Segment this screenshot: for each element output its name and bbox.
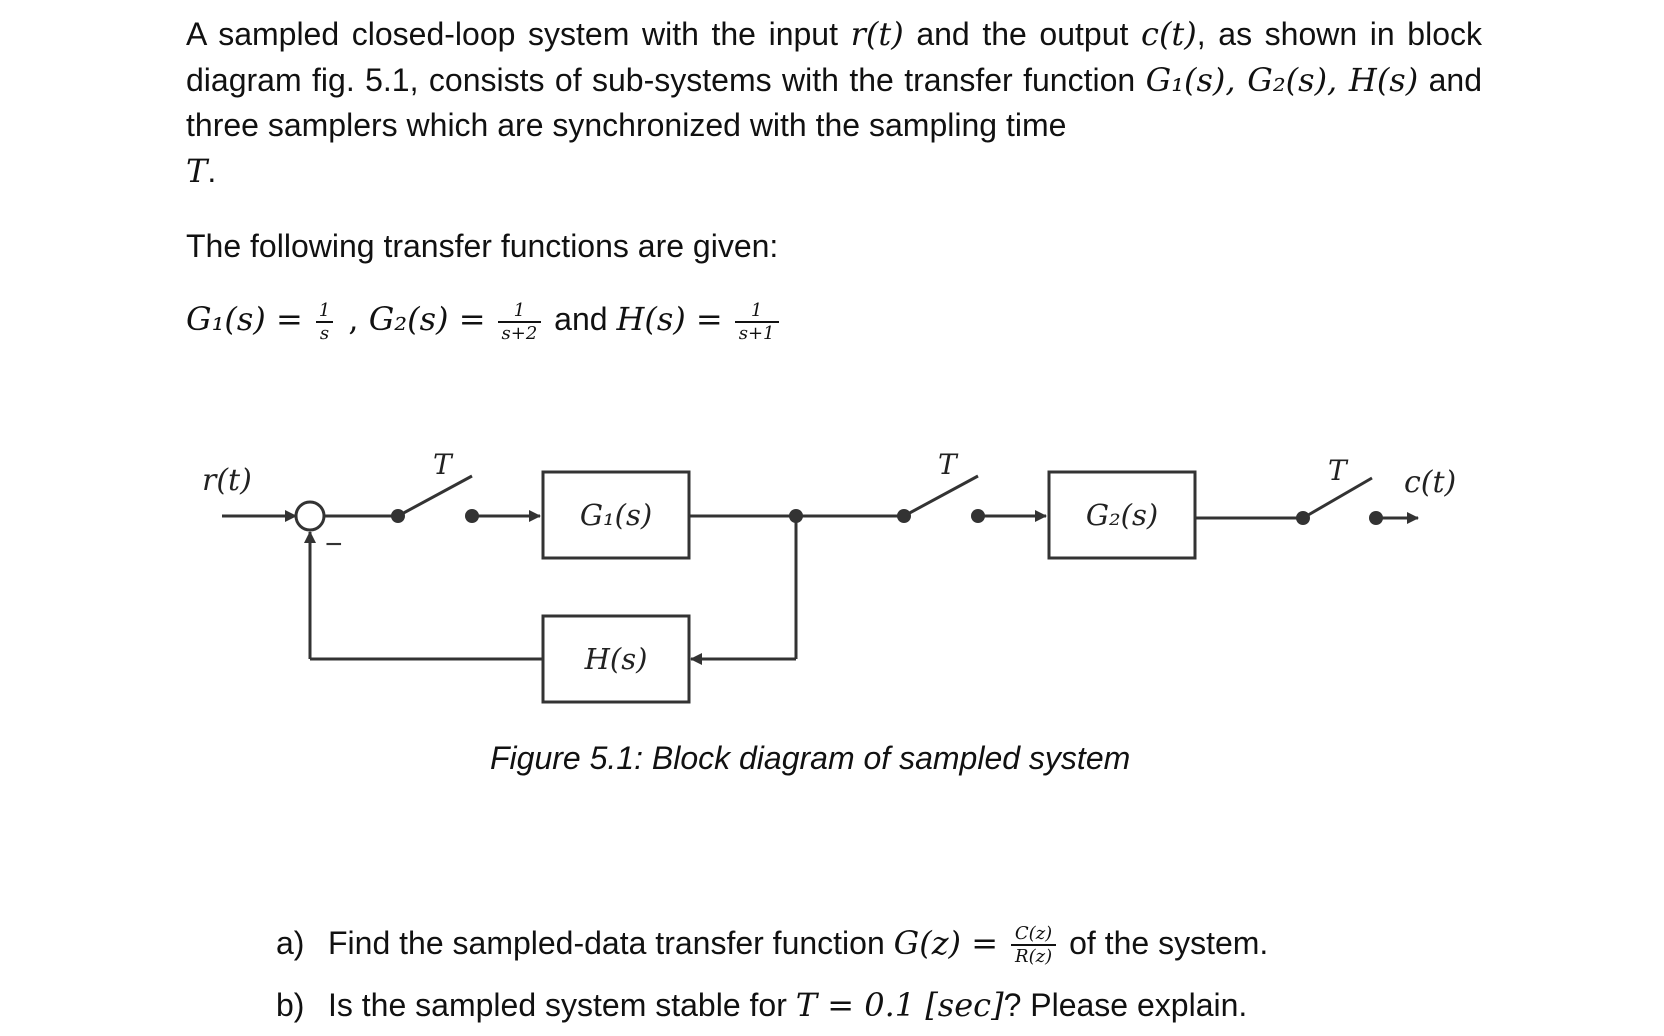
input-label: r(t)	[202, 463, 252, 498]
question-a: a) Find the sampled-data transfer functio…	[276, 912, 1476, 974]
g1-block	[541, 470, 691, 560]
intro-text-1: A sampled closed-loop system with the in…	[186, 16, 851, 52]
equation-separator: ,	[338, 300, 369, 338]
gz-fraction: C(z)R(z)	[1011, 923, 1057, 967]
question-b: b) Is the sampled system stable for T = 0…	[276, 974, 1476, 1036]
sampler3-contact-dot	[1369, 511, 1383, 525]
g1-denominator: s	[315, 321, 334, 344]
questions-list: a) Find the sampled-data transfer functio…	[236, 912, 1476, 1036]
sampling-period-math: T = 0.1 [sec]	[795, 986, 1004, 1024]
sampler1-contact-dot	[465, 509, 479, 523]
question-a-text-2: of the system.	[1060, 925, 1269, 961]
question-b-text-1: Is the sampled system stable for	[328, 987, 796, 1023]
sampler2-label: T	[938, 448, 959, 481]
sampler3-pivot-dot	[1296, 511, 1310, 525]
h-block-label: H(s)	[584, 642, 648, 676]
g2-block	[1047, 470, 1197, 560]
figure-caption: Figure 5.1: Block diagram of sampled sys…	[490, 740, 1131, 776]
sampler1-label: T	[433, 448, 454, 481]
h-numerator: 1	[750, 300, 763, 322]
intro-text-4: and three samplers which are synchronize…	[186, 61, 1483, 144]
g1-block-label: G₁(s)	[580, 498, 652, 532]
sampler2-pivot-dot	[897, 509, 911, 523]
g1-numerator: 1	[318, 300, 331, 322]
intro-paragraph: A sampled closed-loop system with the in…	[186, 12, 1482, 194]
branch-point-dot	[789, 509, 803, 523]
h-denominator: s+1	[734, 321, 779, 344]
g2-denominator: s+2	[497, 321, 542, 344]
output-label: c(t)	[1404, 465, 1456, 500]
g1-lhs: G₁(s) =	[186, 300, 303, 338]
gz-numerator: C(z)	[1014, 923, 1053, 945]
g2-block-label: G₂(s)	[1086, 498, 1158, 532]
question-a-marker: a)	[276, 925, 305, 961]
intro-text-2: and the output	[903, 16, 1142, 52]
sampler1-switch	[397, 474, 473, 518]
input-symbol: r(t)	[850, 15, 904, 53]
sampler3-label: T	[1328, 454, 1349, 487]
question-b-marker: b)	[276, 987, 305, 1023]
given-heading: The following transfer functions are giv…	[186, 228, 779, 264]
minus-sign: −	[325, 528, 343, 561]
equation-and: and	[545, 301, 617, 337]
h-lhs: H(s) =	[616, 300, 723, 338]
sampling-time-symbol: T	[186, 151, 208, 190]
intro-period: .	[207, 152, 217, 189]
question-a-text-1: Find the sampled-data transfer function	[328, 925, 894, 961]
gz-symbol: G(z) =	[893, 924, 999, 962]
h-block	[541, 614, 691, 704]
sampler2-contact-dot	[971, 509, 985, 523]
sampler3-switch	[1302, 476, 1373, 520]
intro-text-3: , as shown in block diagram fig. 5.1, co…	[186, 16, 1483, 98]
g2-numerator: 1	[513, 300, 526, 322]
subsystems-symbols: G₁(s), G₂(s), H(s)	[1145, 60, 1419, 99]
sampler1-pivot-dot	[391, 509, 405, 523]
output-symbol: c(t)	[1141, 15, 1197, 53]
g2-lhs: G₂(s) =	[368, 300, 486, 338]
gz-denominator: R(z)	[1011, 944, 1057, 967]
sampler2-switch	[903, 474, 979, 518]
question-b-text-2: ? Please explain.	[1003, 987, 1248, 1023]
summing-junction	[294, 500, 326, 532]
